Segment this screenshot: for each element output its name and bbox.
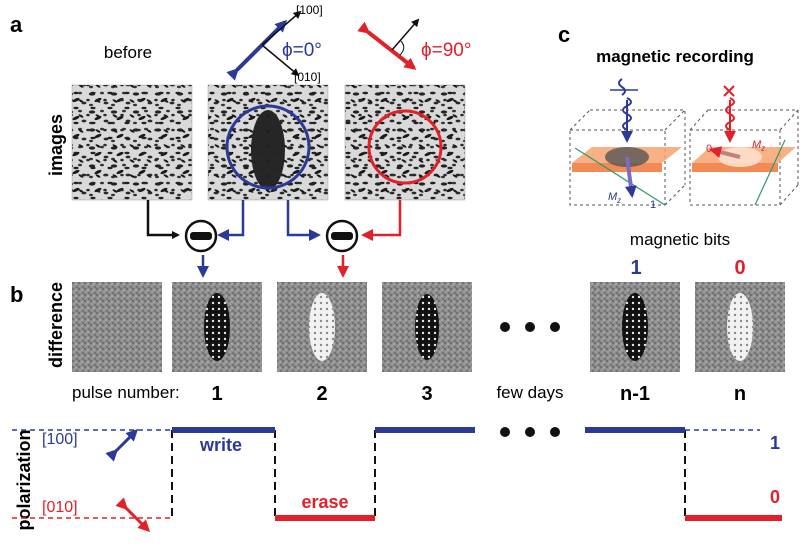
write-label: write — [199, 435, 242, 455]
blue-polarization-indicator — [226, 10, 302, 81]
bit-value-0: 0 — [734, 257, 745, 279]
image-before — [71, 84, 193, 201]
bit-value-1: 1 — [630, 257, 641, 279]
end-value-0: 0 — [770, 487, 780, 507]
minus-operator-2 — [325, 219, 359, 253]
difference-image-1 — [172, 282, 262, 372]
red-wave-packet — [723, 85, 736, 143]
image-red — [344, 84, 466, 201]
red-level-arrow — [115, 497, 151, 533]
row-label-polarization: polarization — [14, 429, 34, 530]
before-label: before — [104, 43, 152, 62]
pulse-n-1: n-1 — [620, 383, 650, 405]
moment-label-0: Mz — [752, 139, 765, 153]
red-circle — [367, 109, 443, 185]
pulse-2: 2 — [316, 383, 327, 405]
end-value-1: 1 — [770, 433, 780, 453]
red-polarization-indicator — [357, 18, 420, 70]
difference-image-2 — [277, 282, 367, 372]
row-label-difference: difference — [46, 282, 66, 368]
moment-value-1: 1 — [650, 199, 656, 211]
cube-bit-1 — [569, 109, 686, 206]
panel-label-c: c — [558, 22, 570, 47]
polarization-trace — [12, 427, 782, 521]
cube-bit-0 — [689, 109, 799, 206]
blue-level-arrow — [105, 428, 139, 462]
difference-image-n — [695, 282, 785, 372]
image-blue — [207, 84, 329, 201]
blue-wave-packet — [610, 78, 638, 143]
magnetic-recording-title: magnetic recording — [596, 47, 754, 66]
phi-blue-label: ϕ=0° — [282, 40, 322, 61]
moment-value-0: 0 — [706, 143, 712, 155]
few-days-label: few days — [496, 383, 563, 402]
subtraction-connectors — [146, 200, 402, 278]
difference-image-0 — [72, 282, 162, 372]
erase-label: erase — [301, 492, 348, 512]
level-010-label: [010] — [42, 499, 78, 516]
pulse-1: 1 — [211, 383, 222, 405]
ellipsis-dots-bottom — [500, 427, 560, 437]
axis-label-100: [100] — [296, 3, 323, 17]
phi-red-label: ϕ=90° — [421, 40, 471, 61]
axis-label-010: [010] — [294, 70, 321, 84]
row-label-images: images — [46, 114, 66, 176]
moment-label-1: Mz — [608, 191, 621, 205]
difference-image-3 — [382, 282, 472, 372]
pulse-3: 3 — [421, 383, 432, 405]
minus-operator-1 — [184, 219, 218, 253]
ellipsis-dots-top — [500, 322, 560, 332]
magnetic-bits-label: magnetic bits — [630, 230, 730, 249]
blue-circle — [225, 104, 311, 190]
panel-label-a: a — [10, 12, 23, 37]
difference-image-n-1 — [590, 282, 680, 372]
pulse-number-label: pulse number: — [72, 383, 180, 402]
level-100-label: [100] — [42, 431, 78, 448]
pulse-n: n — [734, 383, 746, 405]
panel-label-b: b — [10, 282, 23, 307]
